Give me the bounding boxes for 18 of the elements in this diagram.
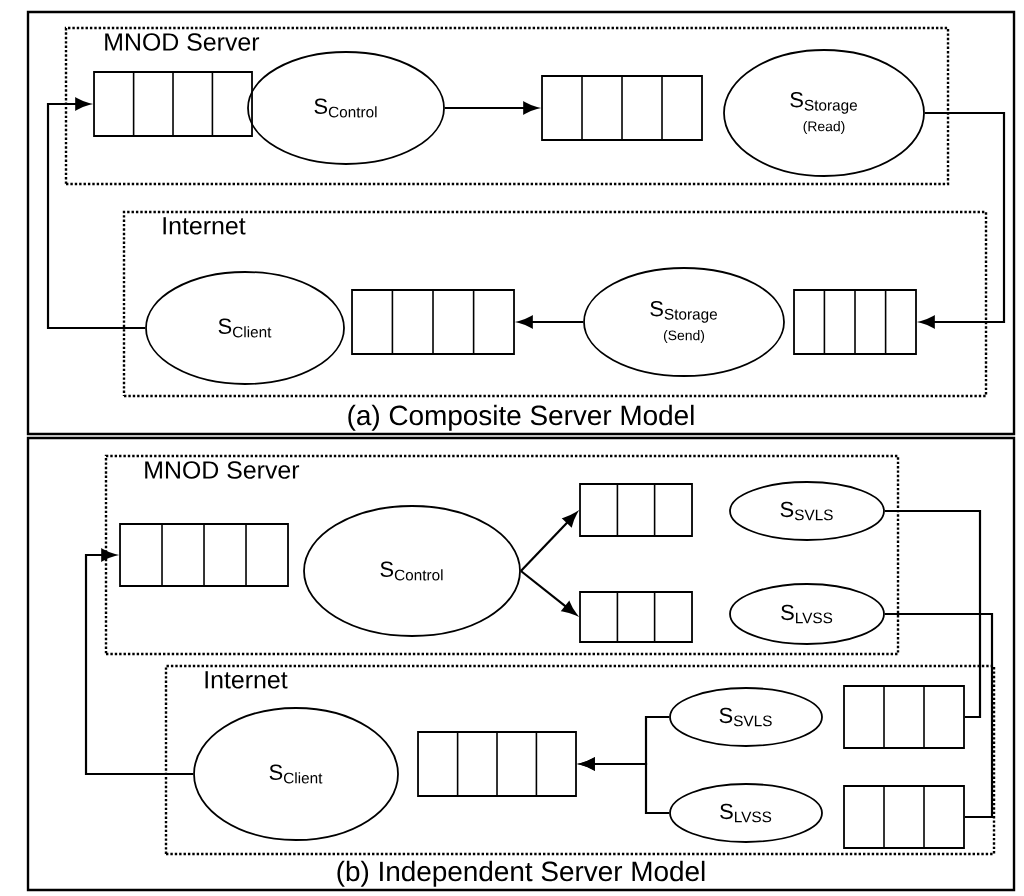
arrow [518,315,584,329]
queue-box [119,523,289,587]
queue-box [93,71,253,137]
arrow [46,97,146,330]
arrow [580,757,670,815]
arrow [520,570,577,616]
queue-box [579,483,693,537]
queue-box [541,75,703,141]
arrow [84,548,194,776]
arrow [920,111,1006,329]
arrow [444,101,538,115]
queue-box [417,731,577,797]
arrow [520,512,578,572]
queue-box [579,591,693,643]
queue-box [793,289,917,355]
queue-box [351,289,515,355]
queue-box [843,785,965,849]
queue-box [843,685,965,749]
